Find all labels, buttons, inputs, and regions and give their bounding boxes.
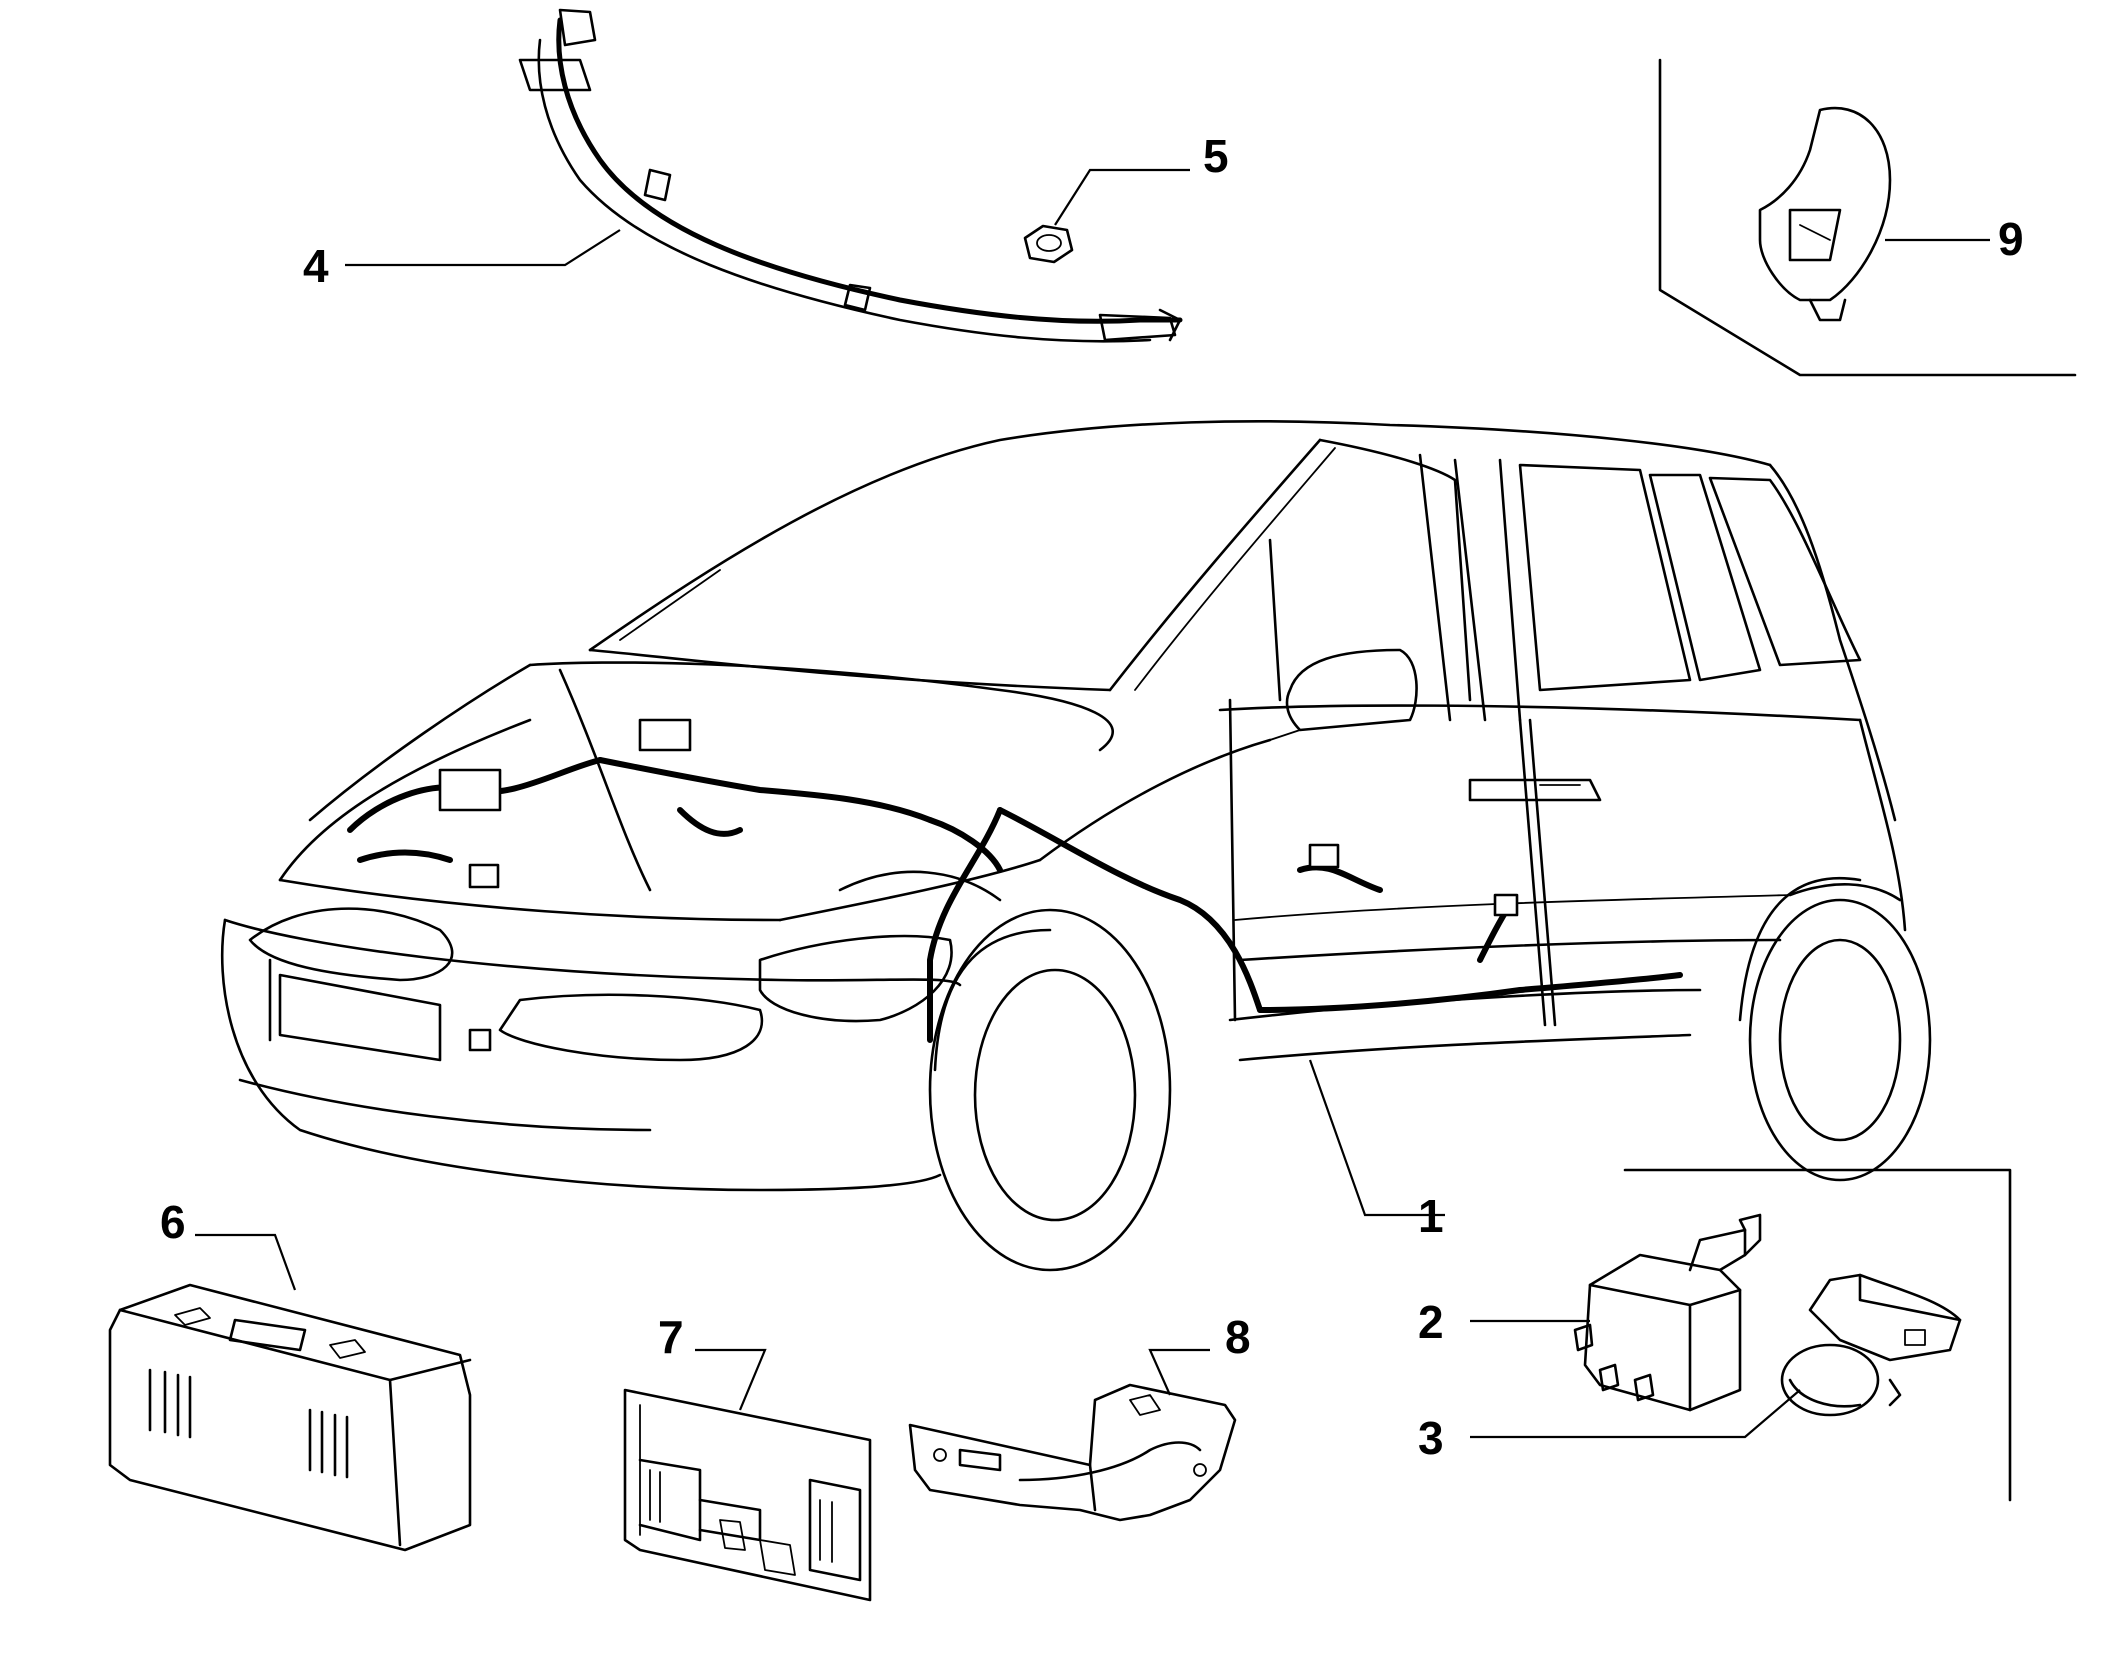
callout-1: 1 (1418, 1190, 1444, 1242)
part-7-support-plate (623, 1388, 872, 1602)
callout-4: 4 (303, 240, 329, 292)
callout-5: 5 (1203, 130, 1229, 182)
part-2-relay (1573, 1168, 2012, 1502)
part-6-control-unit (108, 1283, 472, 1552)
callout-2: 2 (1418, 1296, 1444, 1348)
leader-lines (195, 168, 1990, 1439)
part-4-bumper-harness (518, 8, 1183, 343)
part-5-nut (1023, 224, 1074, 264)
callout-9: 9 (1998, 213, 2024, 265)
callout-7: 7 (658, 1311, 684, 1363)
vehicle-outline (220, 420, 1932, 1272)
callout-3: 3 (1418, 1412, 1444, 1464)
vehicle-harness (347, 718, 1683, 1043)
part-9-clip (1658, 58, 2077, 377)
callout-numbers: 1 2 3 4 5 6 7 8 9 (160, 130, 2024, 1464)
callout-6: 6 (160, 1196, 186, 1248)
callout-8: 8 (1225, 1311, 1251, 1363)
part-3-horn-bracket (1780, 1273, 1962, 1417)
part-8-bracket (908, 1383, 1237, 1522)
